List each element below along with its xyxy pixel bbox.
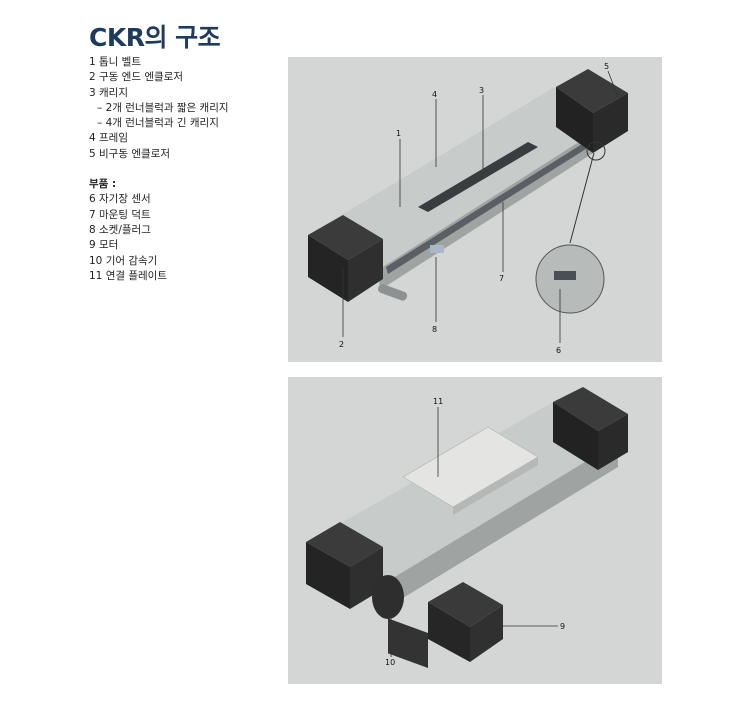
drive-shaft [378,284,408,301]
idle-end-top [556,69,628,113]
parts-item: 6 자기장 센서 [89,193,151,206]
figure-structure: 1 2 3 4 5 6 7 8 [288,57,662,362]
magnetic-sensor [554,271,576,280]
callout-7: 7 [499,274,504,283]
rail-top [308,85,618,270]
parts-item: 10 기어 감속기 [89,254,158,267]
drive-end-front [306,542,350,609]
legend-list: 1 톱니 벨트 2 구동 엔드 엔클로저 3 캐리지 – 2개 런너블럭과 짧은… [89,55,229,284]
parts-item: 7 마운팅 덕트 [89,208,151,221]
callout-4: 4 [432,90,437,99]
callout-3: 3 [479,86,484,95]
callout-8: 8 [432,325,437,334]
parts-heading: 부품 : [89,178,117,191]
drive-end-top [308,215,383,260]
idle-end-top [553,387,628,431]
legend-subitem: – 2개 런너블럭과 짧은 캐리지 [97,101,229,114]
actuator-illustration: 1 2 3 4 5 6 7 8 [308,62,628,355]
callout-11: 11 [433,397,443,406]
legend-item: 1 톱니 벨트 [89,56,141,68]
rail-side [378,442,618,612]
socket-plug [430,245,444,253]
idle-end-side [598,414,628,470]
mounting-slot [386,129,608,274]
toothed-belt [418,142,538,212]
figure-motor-assembly: 11 9 10 [288,377,662,684]
page-title: CKR의 구조 [89,23,221,52]
idle-end-side [593,93,628,153]
drive-end-front [308,235,348,302]
motor-assembly-illustration: 11 9 10 [306,387,628,668]
motor-top [428,582,503,627]
motor-side [470,605,503,662]
callout-5: 5 [604,62,609,71]
callout-6: 6 [556,346,561,355]
parts-item: 9 모터 [89,239,119,252]
callout-9: 9 [560,622,565,631]
callout-10: 10 [385,658,395,667]
parts-item: 8 소켓/플러그 [89,223,151,236]
drive-end-top [306,522,383,567]
callout-2: 2 [339,340,344,349]
motor-front [428,602,470,662]
gear-reducer-body [388,618,428,668]
idle-end-front [553,402,598,470]
drive-end-side [348,239,383,302]
connection-plate-edge [453,457,538,515]
gear-reducer [372,575,404,619]
idle-end-front [556,87,593,153]
callout-1: 1 [396,129,401,138]
legend-subitem: – 4개 런너블럭과 긴 캐리지 [97,117,219,130]
parts-item: 11 연결 플레이트 [89,269,167,282]
legend-item: 2 구동 엔드 엔클로저 [89,71,183,84]
legend-item: 3 캐리지 [89,86,128,99]
legend-item: 4 프레임 [89,132,128,145]
legend-item: 5 비구동 엔클로저 [89,147,170,160]
